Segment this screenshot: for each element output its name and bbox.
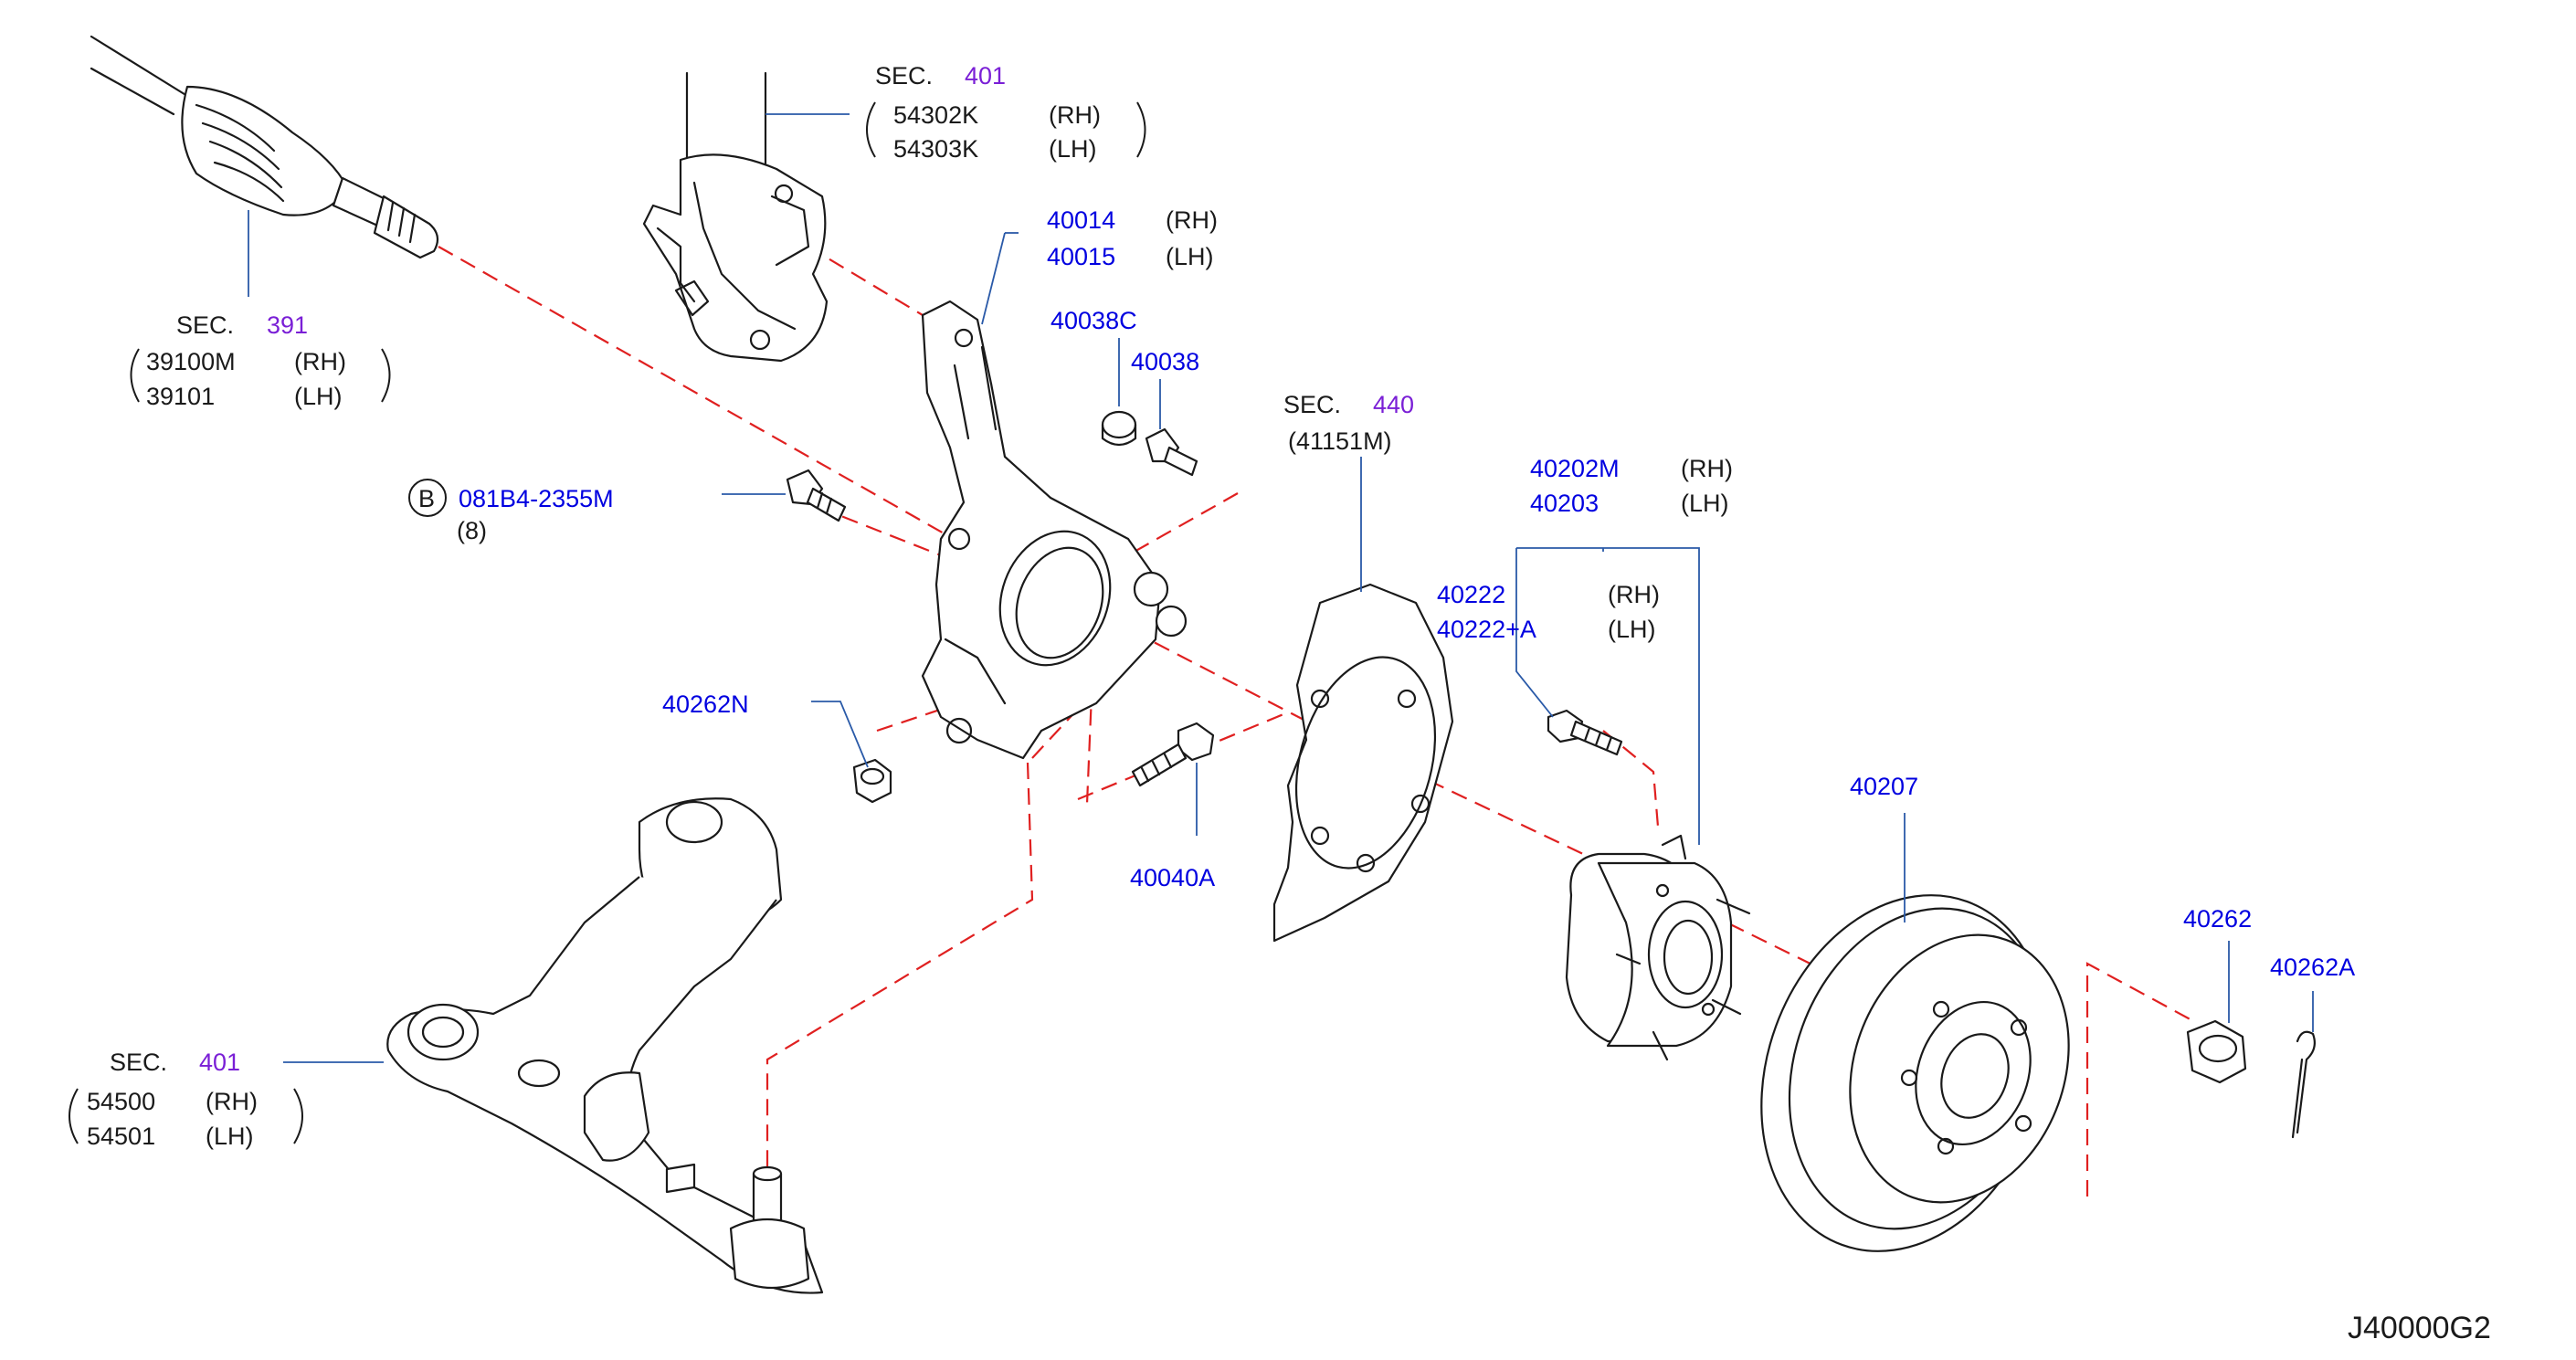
- sec-number[interactable]: 391: [267, 311, 308, 339]
- knuckle-illustration: [921, 300, 1188, 760]
- callout-strut: SEC. 401 54302K (RH) 54303K (LH): [875, 62, 1101, 163]
- callout-baffle: SEC. 440 (41151M): [1283, 391, 1414, 455]
- washer-part-number[interactable]: 40038C: [1050, 307, 1137, 334]
- lh-part-number: 54303K: [893, 135, 978, 163]
- lh-tag: (LH): [294, 383, 343, 410]
- leader-lines: [248, 113, 2314, 1063]
- knuckle-nut-part-number[interactable]: 40262N: [662, 691, 749, 718]
- rh-part-number: 39100M: [146, 348, 236, 375]
- rh-tag: (RH): [1608, 581, 1660, 608]
- lh-part-number: 54501: [87, 1123, 155, 1150]
- knuckle-bolt-illustration: [1131, 722, 1215, 787]
- hub-bolt-illustration: [1547, 709, 1623, 756]
- bolt-b-part-number[interactable]: 081B4-2355M: [459, 485, 614, 512]
- sec-word: SEC.: [110, 1049, 167, 1076]
- sec-number[interactable]: 401: [965, 62, 1006, 90]
- lh-tag: (LH): [206, 1123, 254, 1150]
- rh-part-number[interactable]: 40202M: [1530, 455, 1620, 482]
- lh-tag: (LH): [1608, 616, 1656, 643]
- lh-tag: (LH): [1166, 243, 1214, 270]
- cotter-pin-part-number[interactable]: 40262A: [2270, 954, 2355, 981]
- sec-word: SEC.: [875, 62, 933, 90]
- brake-rotor-illustration: [1760, 894, 2070, 1252]
- sec-number[interactable]: 401: [199, 1049, 240, 1076]
- rh-part-number[interactable]: 40222: [1437, 581, 1505, 608]
- rh-tag: (RH): [1166, 206, 1218, 234]
- rh-tag: (RH): [294, 348, 346, 375]
- callout-knuckle: 40014 (RH) 40015 (LH): [1047, 206, 1218, 270]
- brackets: [69, 101, 1146, 1144]
- strut-illustration: [642, 71, 829, 363]
- cotter-pin-illustration: [2291, 1030, 2316, 1139]
- drive-shaft-illustration: [90, 35, 439, 259]
- bolt-b-illustration: [786, 469, 847, 522]
- washer-and-bolt-illustration: [1101, 410, 1198, 477]
- knuckle-nut-illustration: [852, 758, 892, 804]
- rh-tag: (RH): [206, 1088, 258, 1115]
- callout-bolt-b: B 081B4-2355M (8): [408, 479, 614, 544]
- b-circle-icon: [408, 479, 447, 517]
- bolt-b-quantity: (8): [457, 517, 487, 544]
- rh-part-number: 54302K: [893, 101, 978, 129]
- sec-word: SEC.: [176, 311, 234, 339]
- hub-nut-part-number[interactable]: 40262: [2183, 905, 2252, 933]
- knuckle-bolt-part-number[interactable]: 40040A: [1130, 864, 1215, 891]
- sec-word: SEC.: [1283, 391, 1341, 418]
- hub-assembly-illustration: [1565, 834, 1751, 1061]
- callout-hub-bolt: 40222 (RH) 40222+A (LH): [1437, 581, 1660, 643]
- callout-lower-arm: SEC. 401 54500 (RH) 54501 (LH): [87, 1049, 258, 1150]
- b-circle-letter: B: [418, 485, 435, 512]
- hub-nut-illustration: [2186, 1019, 2247, 1084]
- lh-part-number[interactable]: 40203: [1530, 490, 1599, 517]
- lower-arm-illustration: [386, 797, 824, 1294]
- callout-hub-assembly: 40202M (RH) 40203 (LH): [1530, 455, 1733, 517]
- diagram-code: J40000G2: [2348, 1311, 2491, 1345]
- callout-drive-shaft: SEC. 391 39100M (RH) 39101 (LH): [146, 311, 346, 410]
- lh-part-number[interactable]: 40222+A: [1437, 616, 1536, 643]
- rh-tag: (RH): [1681, 455, 1733, 482]
- rotor-part-number[interactable]: 40207: [1850, 773, 1918, 800]
- bolt-small-part-number[interactable]: 40038: [1131, 348, 1199, 375]
- lh-tag: (LH): [1049, 135, 1097, 163]
- lh-tag: (LH): [1681, 490, 1729, 517]
- rh-part-number: 54500: [87, 1088, 155, 1115]
- rh-tag: (RH): [1049, 101, 1101, 129]
- sec-number[interactable]: 440: [1373, 391, 1414, 418]
- baffle-plate-illustration: [1272, 583, 1454, 943]
- rh-part-number[interactable]: 40014: [1047, 206, 1115, 234]
- lh-part-number[interactable]: 40015: [1047, 243, 1115, 270]
- baffle-part-number: (41151M): [1288, 427, 1392, 455]
- lh-part-number: 39101: [146, 383, 215, 410]
